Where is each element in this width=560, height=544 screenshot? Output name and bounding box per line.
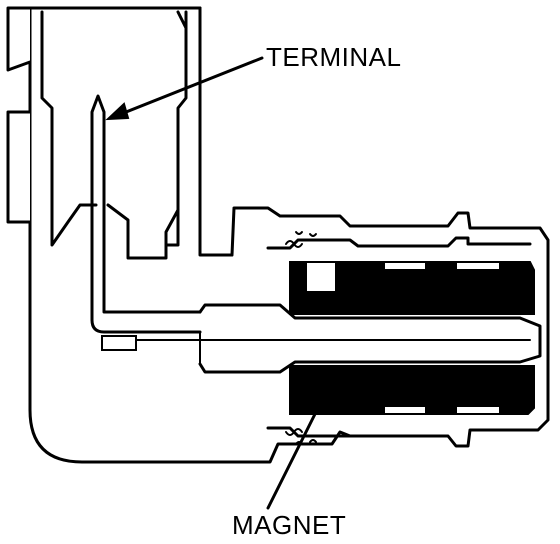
connector-latch [6,6,32,224]
magnet-notch-lower-1 [383,405,427,415]
connector-inner-left-wall [40,10,98,247]
magnet-lower [289,365,535,415]
connector-inner-right-wall [164,10,188,247]
connector-right-clip [176,10,188,30]
terminal-clip [101,335,137,351]
terminal-pin [90,94,202,322]
magnet-label: MAGNET [232,510,347,540]
magnet-notch-lower-2 [455,405,501,415]
terminal-label: TERMINAL [266,42,402,72]
magnet-notch-upper-2 [455,261,501,271]
terminal-leader-arrowhead [105,102,130,121]
crimp-mark-upper [285,231,317,248]
housing-outline [28,6,550,464]
magnet-window [305,261,337,293]
magnet-leader-line [266,390,328,510]
terminal-pin-outer [90,318,202,334]
magnet-notch-upper-1 [383,261,427,271]
socket-shoulder [106,203,180,260]
sensor-shaft [198,303,542,374]
terminal-leader-line [114,56,264,118]
